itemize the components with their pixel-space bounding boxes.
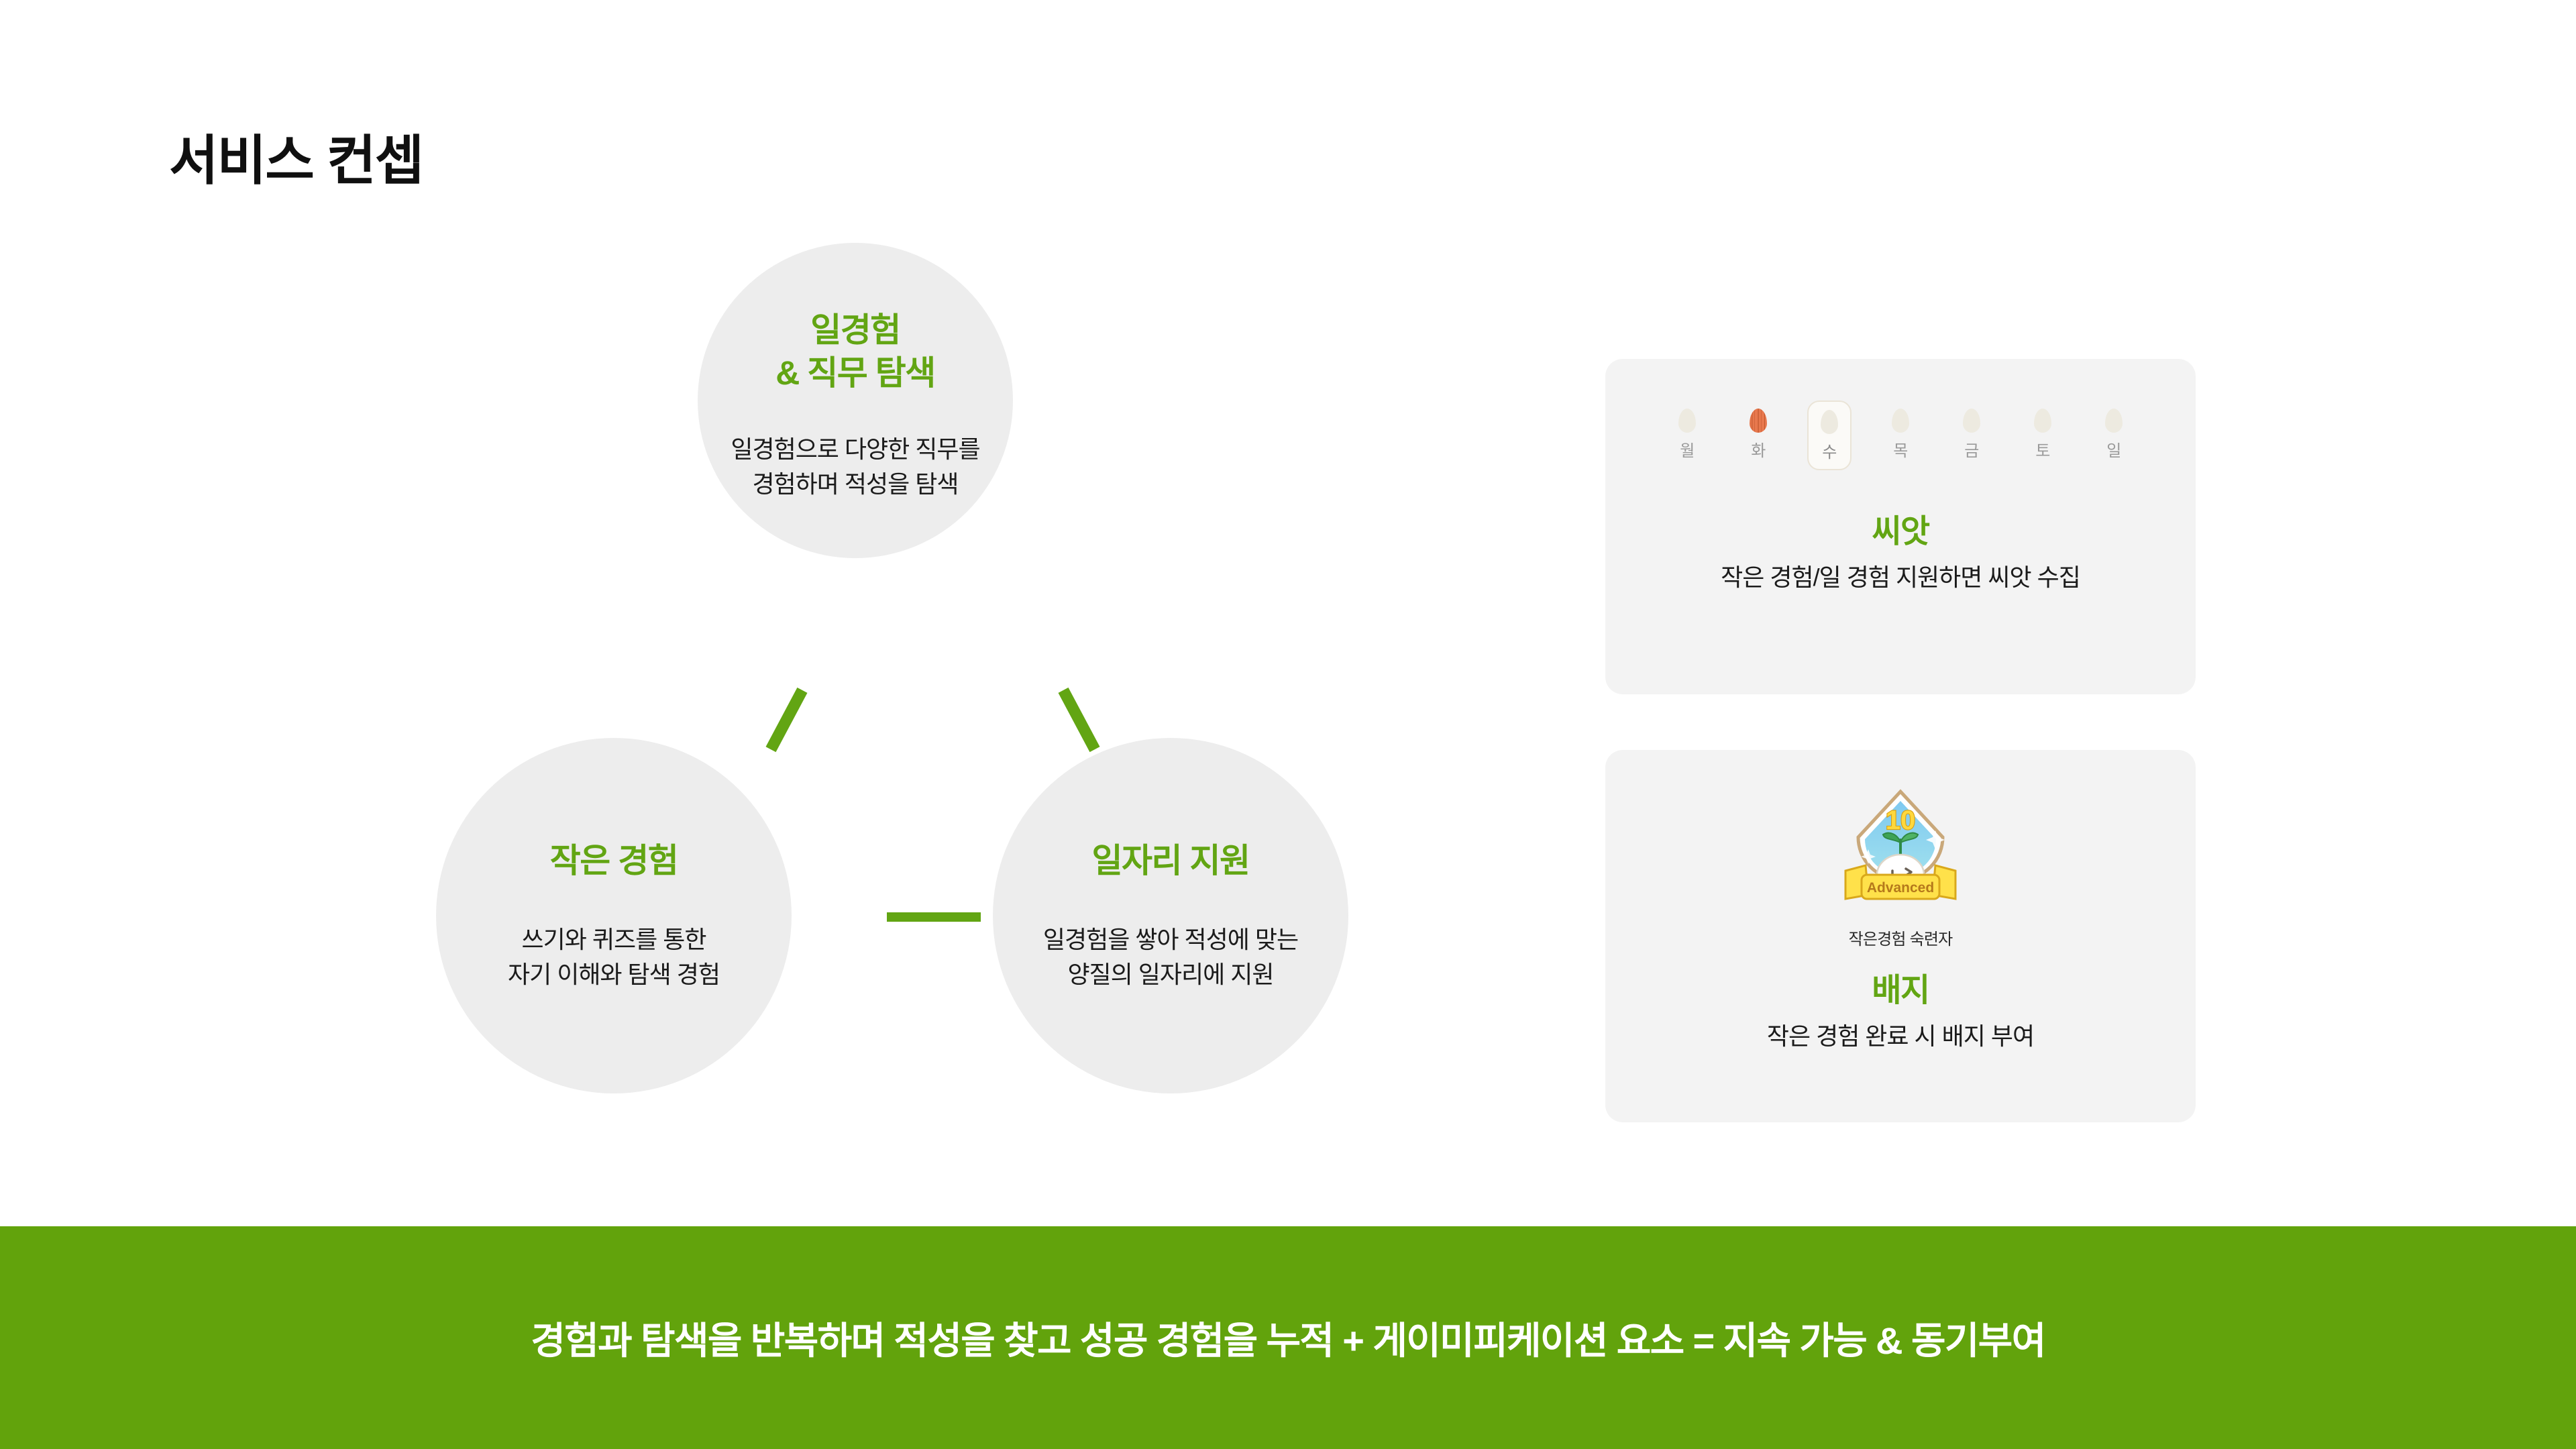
connector-top-left — [765, 687, 808, 753]
concept-circle-title: 작은 경험 — [549, 841, 679, 879]
seed-icon — [1963, 409, 1980, 433]
weekday-label: 화 — [1751, 442, 1766, 460]
badge-feature-card[interactable]: 10 Advanced 작은경험 숙련자 배지 작은 경험 완료 시 배지 부여 — [1605, 750, 2196, 1122]
weekday-cell-mon[interactable]: 월 — [1665, 400, 1709, 468]
weekday-label: 일 — [2106, 442, 2121, 460]
connector-top-right — [1058, 687, 1100, 753]
concept-circle-work-experience[interactable]: 일경험 & 직무 탐색 일경험으로 다양한 직무를 경험하며 적성을 탐색 — [698, 243, 1013, 558]
concept-circle-description: 일경험을 쌓아 적성에 맞는 양질의 일자리에 지원 — [1042, 925, 1299, 988]
achievement-badge-icon: 10 Advanced — [1844, 789, 1957, 900]
badge-ribbon-label: Advanced — [1867, 880, 1934, 896]
summary-banner-text: 경험과 탐색을 반복하며 적성을 찾고 성공 경험을 누적 + 게이미피케이션 … — [531, 1319, 2046, 1362]
weekday-seed-strip: 월 화 수 목 금 토 일 — [1605, 359, 2196, 470]
weekday-cell-tue[interactable]: 화 — [1736, 400, 1780, 468]
weekday-cell-fri[interactable]: 금 — [1949, 400, 1994, 468]
weekday-label: 금 — [1964, 442, 1979, 460]
seed-icon-collected — [1750, 409, 1767, 433]
seed-icon — [1821, 410, 1838, 434]
seed-icon — [1892, 409, 1909, 433]
weekday-cell-sat[interactable]: 토 — [2021, 400, 2065, 468]
weekday-cell-wed-today[interactable]: 수 — [1807, 400, 1851, 470]
seed-feature-card[interactable]: 월 화 수 목 금 토 일 — [1605, 359, 2196, 694]
seed-card-title: 씨앗 — [1872, 514, 1930, 549]
seed-icon — [2105, 409, 2123, 433]
page-title: 서비스 컨셉 — [169, 131, 424, 191]
badge-card-description: 작은 경험 완료 시 배지 부여 — [1766, 1022, 2035, 1050]
seed-icon — [2034, 409, 2051, 433]
concept-circle-title: 일자리 지원 — [1091, 841, 1250, 879]
concept-circle-title: 일경험 & 직무 탐색 — [775, 311, 936, 392]
weekday-label: 목 — [1893, 442, 1908, 460]
concept-circle-description: 쓰기와 퀴즈를 통한 자기 이해와 탐색 경험 — [507, 925, 720, 988]
badge-card-title: 배지 — [1872, 973, 1930, 1008]
concept-circle-description: 일경험으로 다양한 직무를 경험하며 적성을 탐색 — [731, 435, 980, 498]
weekday-label: 월 — [1680, 442, 1695, 460]
concept-circle-small-experience[interactable]: 작은 경험 쓰기와 퀴즈를 통한 자기 이해와 탐색 경험 — [436, 738, 792, 1093]
badge-caption: 작은경험 숙련자 — [1848, 930, 1953, 949]
weekday-cell-thu[interactable]: 목 — [1878, 400, 1923, 468]
weekday-cell-sun[interactable]: 일 — [2092, 400, 2136, 468]
weekday-label: 수 — [1822, 443, 1837, 462]
summary-banner: 경험과 탐색을 반복하며 적성을 찾고 성공 경험을 누적 + 게이미피케이션 … — [0, 1226, 2576, 1449]
seed-card-description: 작은 경험/일 경험 지원하면 씨앗 수집 — [1721, 563, 2081, 591]
badge-level-number: 10 — [1886, 806, 1916, 835]
badge-artwork-wrap: 10 Advanced 작은경험 숙련자 — [1605, 750, 2196, 949]
concept-circle-job-application[interactable]: 일자리 지원 일경험을 쌓아 적성에 맞는 양질의 일자리에 지원 — [993, 738, 1348, 1093]
weekday-label: 토 — [2035, 442, 2050, 460]
connector-bottom — [887, 912, 981, 922]
seed-icon — [1678, 409, 1696, 433]
